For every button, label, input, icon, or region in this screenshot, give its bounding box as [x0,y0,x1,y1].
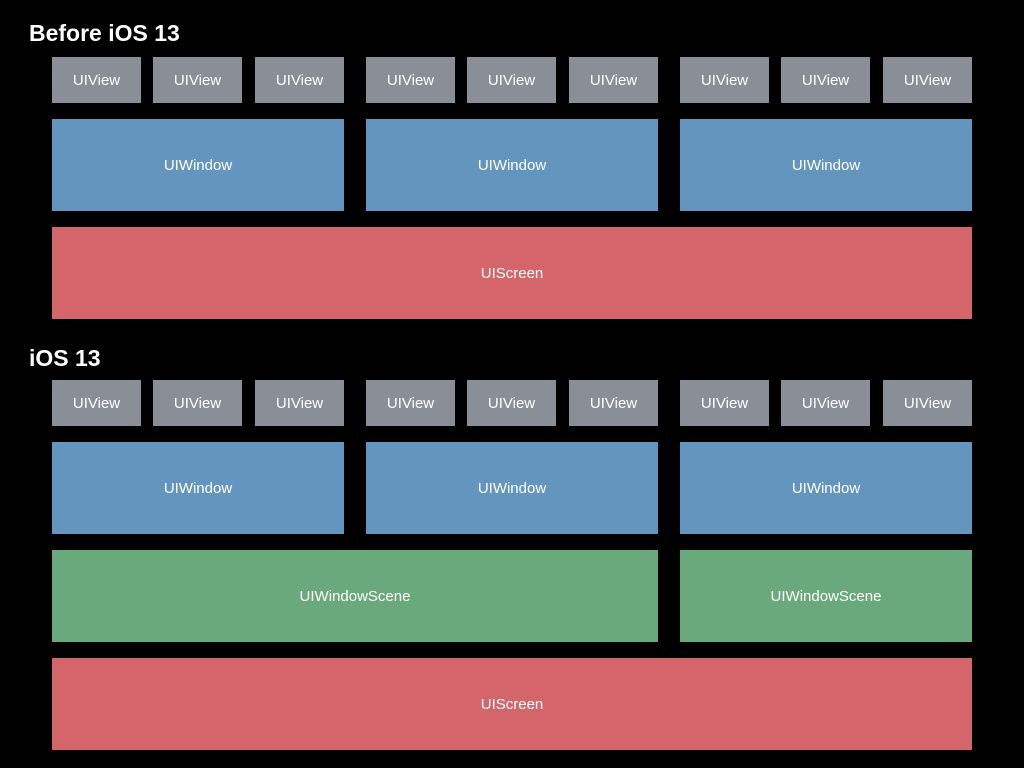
section-title-ios13: iOS 13 [29,345,101,371]
uiscreen-box: UIScreen [52,227,972,319]
uiview-box: UIView [467,57,556,103]
uiview-box: UIView [883,57,972,103]
uiwindowscene-box: UIWindowScene [680,550,972,642]
uiview-box: UIView [680,57,769,103]
uiwindow-box: UIWindow [366,119,658,211]
uiwindow-box: UIWindow [366,442,658,534]
uiview-box: UIView [153,380,242,426]
uiview-box: UIView [680,380,769,426]
uiscreen-box: UIScreen [52,658,972,750]
uiwindow-box: UIWindow [52,442,344,534]
uiview-box: UIView [52,380,141,426]
uiview-box: UIView [781,380,870,426]
uiview-box: UIView [569,57,658,103]
uiview-box: UIView [52,57,141,103]
uiwindow-box: UIWindow [680,119,972,211]
uiview-box: UIView [366,380,455,426]
uiview-box: UIView [255,57,344,103]
uiview-box: UIView [255,380,344,426]
uiview-box: UIView [569,380,658,426]
uiview-box: UIView [467,380,556,426]
section-title-before-ios13: Before iOS 13 [29,20,180,46]
uiview-box: UIView [153,57,242,103]
uiwindowscene-box: UIWindowScene [52,550,658,642]
uiview-box: UIView [366,57,455,103]
uiview-box: UIView [883,380,972,426]
uiwindow-box: UIWindow [52,119,344,211]
uiwindow-box: UIWindow [680,442,972,534]
uiview-box: UIView [781,57,870,103]
